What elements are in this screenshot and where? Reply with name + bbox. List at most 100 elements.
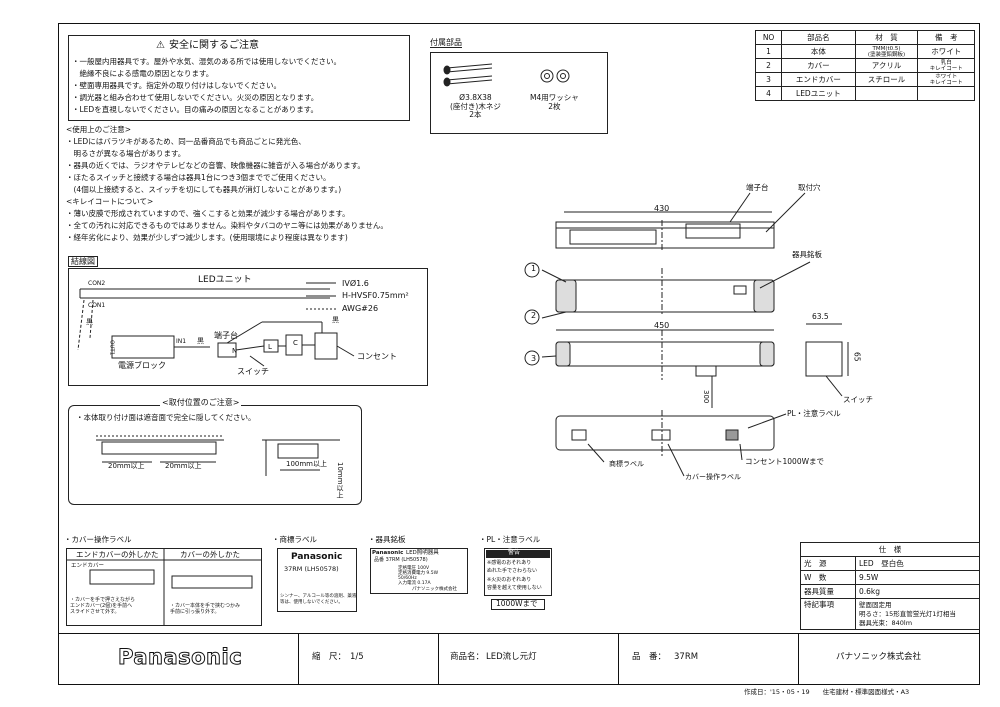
usage-line: ・経年劣化により、効果が少しずつ減少します。(使用環境により程度は異なります)	[66, 233, 348, 242]
pl-line-4: 容量を越えて使用しない	[487, 585, 542, 591]
wiring-tag: 結線図	[68, 256, 98, 268]
nameplate-header: LED照明器具	[406, 550, 439, 556]
nameplate-logo: Panasonic	[372, 550, 404, 556]
pl-line-2: ぬれた手でさわらない	[487, 568, 538, 574]
drawing-len-430: 430	[654, 204, 670, 213]
safety-line: ・LEDを直視しないでください。目の痛みの原因となることがあります。	[72, 105, 318, 114]
cover-op-col2: カバーの外しかた	[180, 550, 240, 559]
drawing-frame	[58, 23, 980, 685]
warning-triangle-icon: ⚠	[156, 40, 165, 51]
usage-line: <使用上のご注意>	[66, 125, 132, 134]
parts-cell	[854, 86, 919, 101]
brand-label-note: シンナー、アルコール等の溶剤、薬液 等は、使用しないでください。	[280, 594, 357, 605]
pl-line-1: ※感電のおそれあり	[487, 560, 532, 566]
safety-line: ・壁面専用器具です。指定外の取り付けはしないでください。	[72, 81, 282, 90]
drawing-nameplate-label: 器具銘板	[792, 250, 822, 259]
nameplate-title: ・器具銘板	[368, 535, 406, 544]
usage-line: (4個以上接続すると、スイッチを切にしても器具が消灯しないことがあります。)	[66, 185, 342, 194]
title-divider	[298, 633, 299, 685]
pl-warning: 警告	[508, 549, 521, 556]
wiring-legend-1: IVØ1.6	[342, 279, 369, 288]
drawing-mount-hole-label: 取付穴	[798, 183, 821, 192]
wiring-in1: IN1	[176, 338, 187, 345]
drawing-terminal-label: 端子台	[746, 183, 769, 192]
callout-3: 3	[531, 354, 537, 363]
wiring-l: L	[268, 343, 272, 351]
brand-label-title: ・商標ラベル	[272, 535, 317, 544]
wiring-legend-2: H-HVSF0.75mm²	[342, 291, 409, 300]
wiring-legend-3: AWG#26	[342, 304, 379, 313]
safety-line: 絶縁不良による感電の原因となります。	[72, 69, 214, 78]
company-name: パナソニック株式会社	[836, 652, 922, 662]
mounting-dim-3: 100mm以上	[286, 460, 327, 468]
scale-label: 縮 尺：	[312, 652, 347, 662]
spec-key: 特記事項	[800, 598, 856, 630]
drawing-d65: 65	[852, 352, 862, 362]
wiring-out1: OUT1	[108, 340, 115, 356]
table-row: 特記事項壁面固定用 明るさ：15形直管蛍光灯1灯相当 器具光束：840lm	[800, 598, 980, 630]
drawing-switch-label: スイッチ	[843, 395, 873, 404]
nameplate-maker: パナソニック株式会社	[412, 587, 457, 592]
product-name: LED流し元灯	[486, 652, 537, 662]
brand-label-model: 37RM (LH50578)	[284, 565, 339, 573]
scale-value: 1/5	[350, 652, 364, 662]
table-row: 1 本体 TMM(t0.5) (塗装亜鉛鋼板) ホワイト	[754, 44, 975, 59]
cover-op-end-cover: エンドカバー	[71, 563, 105, 569]
drawing-d300: 300	[702, 390, 711, 404]
lamp-side-view	[524, 323, 849, 408]
wiring-switch: スイッチ	[237, 367, 269, 376]
mounting-dim-2: 20mm以上	[165, 462, 202, 470]
parts-table: NO 部品名 材 質 備 考 1 本体 TMM(t0.5) (塗装亜鉛鋼板) ホ…	[754, 30, 975, 101]
safety-box	[68, 35, 410, 121]
drawing-pl-label: PL・注意ラベル	[787, 409, 841, 418]
pl-label-title: ・PL・注意ラベル	[479, 535, 541, 544]
wiring-box	[68, 268, 428, 386]
safety-line: ・一般屋内用器具です。屋外や水気、湿気のある所では使用しないでください。	[72, 57, 342, 66]
table-row: 4 LEDユニット	[754, 86, 975, 101]
mounting-tag: <取付位置のご注意>	[160, 398, 242, 408]
drawing-len-450: 450	[654, 321, 670, 330]
pl-cap-box	[491, 599, 545, 610]
drawing-brand-label: 商標ラベル	[609, 460, 644, 468]
lamp-bottom-view	[555, 410, 787, 477]
wiring-diagram	[77, 282, 355, 367]
lamp-top-view	[555, 192, 806, 252]
usage-line: ・ほたるスイッチと接続する場合は器具1台につき3個まででご使用ください。	[66, 173, 331, 182]
mounting-figure	[96, 435, 340, 476]
cover-op-note-2: ・カバー本体を手で挟むつかみ 手前に引っ張り外す。	[170, 603, 241, 615]
safety-heading: ⚠安全に関するご注意	[156, 40, 259, 51]
cover-op-box	[66, 548, 262, 626]
wiring-black-2: 黒	[197, 337, 204, 345]
pl-warning-bar	[486, 550, 550, 558]
title-block	[58, 633, 980, 685]
wiring-con1: CON1	[88, 302, 106, 309]
cover-op-title: ・カバー操作ラベル	[64, 535, 132, 544]
accessories-box	[430, 52, 608, 134]
cover-op-note-1: ・カバーを手で押さえながら エンドカバー(2個)を手前へ スライドさせて外す。	[70, 597, 136, 615]
product-label: 商品名：	[450, 652, 485, 662]
callout-1: 1	[531, 264, 537, 273]
title-divider	[798, 633, 799, 685]
wiring-led-unit: LEDユニット	[198, 275, 252, 285]
parts-cell: LEDユニット	[781, 86, 856, 101]
footer-text: 作成日：'15・05・19 住宅建材・標準図面様式・A3	[744, 688, 910, 696]
callout-2: 2	[531, 311, 537, 320]
usage-line: <キレイコートについて>	[66, 197, 154, 206]
pl-line-3: ※火災のおそれあり	[487, 577, 532, 583]
parts-cell	[917, 86, 975, 101]
safety-list: ・一般屋内用器具です。屋外や水気、湿気のある所では使用しないでください。 絶縁不…	[72, 56, 341, 116]
mounting-dim-1: 20mm以上	[108, 462, 145, 470]
usage-line: ・全ての汚れに対応できるものではありません。染料やタバコのヤニ等には効果がありま…	[66, 221, 388, 230]
drawing-outlet-label: コンセント1000Wまで	[745, 457, 825, 466]
panasonic-logo: Panasonic	[117, 644, 243, 669]
wiring-black-1: 黒	[86, 318, 93, 326]
spec-value: 壁面固定用 明るさ：15形直管蛍光灯1灯相当 器具光束：840lm	[855, 598, 980, 630]
wiring-n: N	[232, 347, 238, 355]
wiring-outlet: コンセント	[357, 352, 397, 361]
brand-label-box	[277, 548, 357, 612]
nameplate-box	[370, 548, 468, 594]
wiring-con2: CON2	[88, 280, 106, 287]
wiring-black-3: 黒	[332, 316, 339, 324]
